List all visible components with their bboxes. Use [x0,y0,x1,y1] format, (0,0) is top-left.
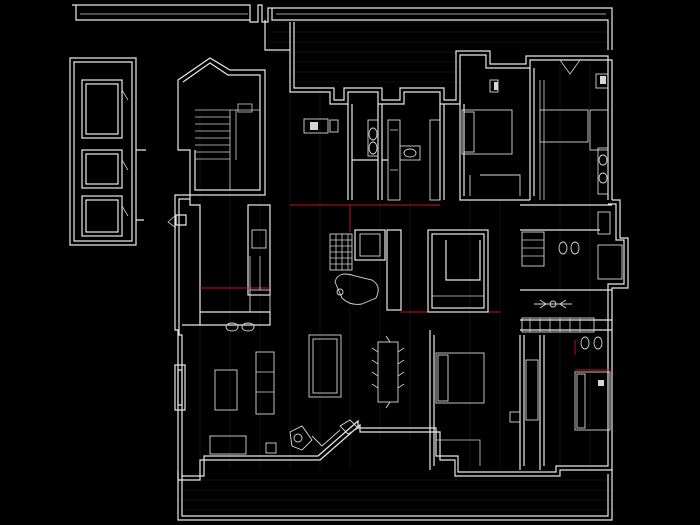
terrace-hatch-top [270,21,610,83]
right-bathrooms [520,204,623,350]
central-core [329,229,489,313]
bottom-right-bedrooms [429,330,611,470]
top-right-bedrooms [459,59,609,201]
living-room [209,334,359,455]
elevator-block [69,57,146,246]
kitchen [200,204,271,332]
apartment-walls [174,20,629,481]
top-center-rooms [303,104,445,201]
entry-door [167,214,187,229]
terrace-hatch-bottom [178,479,612,521]
floor-hatch [199,60,591,470]
dining-table [371,335,405,409]
top-terrace [72,4,613,50]
staircase [177,57,266,196]
bottom-terrace [177,470,613,521]
